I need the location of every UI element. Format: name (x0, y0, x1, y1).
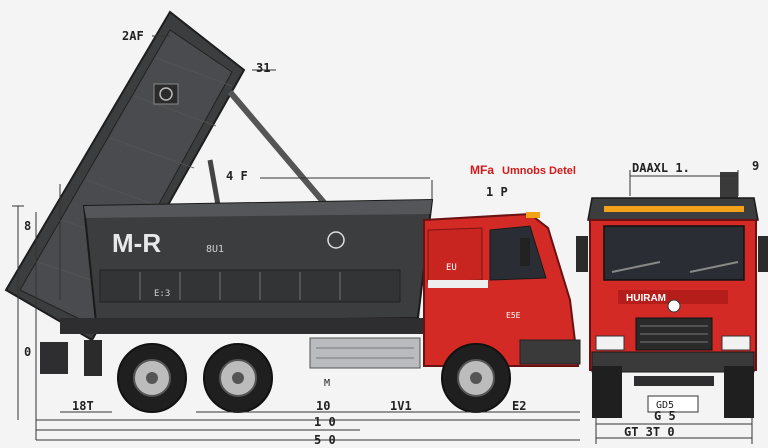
front-plate (647, 395, 699, 413)
fuel-tank (309, 337, 421, 369)
right-mirror-icon (758, 236, 768, 272)
cab-window (489, 225, 547, 281)
front-bumper-front (591, 351, 755, 373)
dim-raised-bed-height: 2AF (122, 29, 144, 43)
dim-wheelbase: 10 (316, 399, 330, 413)
dim-overall-length-b: 5 0 (314, 433, 336, 447)
dim-cab-axle: 1V1 (390, 399, 412, 413)
dim-overall-length-a: 1 0 (314, 415, 336, 429)
bed-badge-icon (159, 87, 173, 101)
front-wheel (441, 343, 511, 413)
cab-marker-light (526, 212, 540, 218)
dim-front-bottom: GT 3T 0 (624, 425, 675, 439)
hydraulic-ram (227, 90, 329, 207)
bed-plate-b: E:3 (154, 289, 170, 299)
body-emblem-icon (327, 231, 345, 249)
right-headlight-icon (721, 335, 751, 351)
body-panels (139, 272, 341, 300)
front-right-tire (724, 366, 754, 418)
axle-tag: M (324, 378, 330, 389)
front-bumper (519, 339, 581, 365)
dim-rear-overhang: 18T (72, 399, 94, 413)
title-subtitle: Umnobs Detel (502, 165, 576, 177)
side-dimensions: 2AF 31 4 F 1 P 18T 10 1V1 E2 1 0 5 0 8 0 (12, 29, 580, 447)
dim-cab-height: 1 P (486, 185, 508, 199)
dump-body: M-R 8U1 E:3 (82, 198, 434, 324)
left-mirror-icon (576, 236, 588, 272)
front-plate-text: GD5 (656, 400, 674, 411)
rear-wheel-2 (203, 343, 273, 413)
front-view: HUIRAM GD5 (576, 172, 768, 418)
front-roof-lights (604, 206, 744, 212)
dim-front-track: G 5 (654, 409, 676, 423)
front-left-tire (592, 366, 622, 418)
rear-wheel-1 (117, 343, 187, 413)
drawing-title: MFa Umnobs Detel (470, 163, 576, 177)
dim-front-width: DAAXL 1. (632, 161, 690, 175)
door-stripe-text: E5E (506, 311, 521, 320)
dim-raised-top: 31 (256, 61, 270, 75)
door-text: EU (446, 263, 457, 273)
dim-side-height: 8 (24, 219, 31, 233)
side-mirror-icon (520, 238, 530, 266)
raised-tipper-bed (4, 10, 329, 342)
cab: EU E5E (423, 212, 581, 367)
front-emblem-icon (667, 299, 681, 313)
title-code: MFa (470, 163, 494, 177)
dim-front-top: 9 (752, 159, 759, 173)
bed-plate-a: 8U1 (206, 244, 224, 255)
dim-front-overhang: E2 (512, 399, 526, 413)
dim-tipping-angle: 4 F (226, 169, 248, 183)
dim-rear-height: 0 (24, 345, 31, 359)
windshield (603, 225, 745, 281)
grille-brand: HUIRAM (626, 293, 666, 304)
front-dimensions: DAAXL 1. 9 G 5 GT 3T 0 (595, 159, 759, 444)
left-headlight-icon (595, 335, 625, 351)
bed-brand: M-R (112, 228, 161, 258)
side-view: M-R 8U1 E:3 EU E5E (4, 10, 581, 413)
